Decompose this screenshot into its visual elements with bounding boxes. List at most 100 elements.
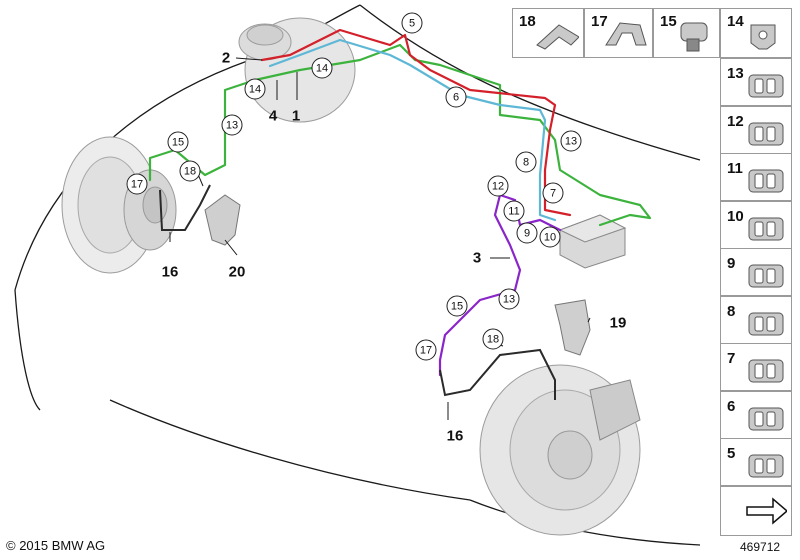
part-number: 13: [727, 65, 744, 82]
part-number: 14: [727, 13, 744, 30]
brake-line-red: [260, 28, 572, 217]
hose-16-front: [439, 348, 556, 400]
svg-text:8: 8: [523, 157, 529, 169]
bracket-20: [204, 194, 241, 246]
svg-text:14: 14: [249, 84, 261, 96]
part-number: 5: [727, 445, 736, 462]
svg-text:18: 18: [487, 334, 499, 346]
callout-c10: 10: [539, 226, 561, 248]
label-b4: 4: [269, 108, 278, 125]
spring-clip-icon: [600, 15, 648, 60]
comb-holder-icon: [739, 206, 787, 251]
callout-c11: 11: [503, 200, 525, 222]
callout-c13b: 13: [560, 130, 582, 152]
pipe-clip-icon: [667, 15, 715, 60]
callout-c13c: 13: [498, 288, 520, 310]
label-b2: 2: [222, 50, 230, 67]
part-cell-18: 18: [512, 8, 584, 58]
part-cell-7: 7: [720, 343, 792, 391]
part-number: 8: [727, 302, 736, 320]
svg-text:9: 9: [524, 228, 530, 240]
brake-line-purple: [438, 193, 562, 377]
document-number: 469712: [740, 540, 781, 554]
callout-c17a: 17: [126, 173, 148, 195]
label-b1: 1: [292, 108, 300, 125]
part-cell-6: 6: [720, 390, 792, 441]
part-cell-11: 11: [720, 153, 792, 201]
holder-clip-icon: [739, 15, 787, 60]
part-cell-15: 15: [653, 8, 720, 58]
svg-text:15: 15: [451, 301, 463, 313]
callout-c7: 7: [542, 182, 564, 204]
callout-c15a: 15: [167, 131, 189, 153]
svg-text:12: 12: [492, 181, 504, 193]
brake-lines: [148, 28, 652, 377]
multi-holder-icon: [739, 111, 787, 156]
label-b16b: 16: [447, 428, 464, 445]
callout-c17b: 17: [415, 339, 437, 361]
part-number: 11: [727, 160, 743, 177]
copyright-notice: © 2015 BMW AG: [6, 538, 106, 553]
front-wheel-assembly: [479, 364, 641, 536]
arrow-icon: [739, 491, 789, 536]
svg-text:7: 7: [550, 188, 556, 200]
callout-c18a: 18: [179, 160, 201, 182]
svg-text:6: 6: [453, 92, 459, 104]
callout-c14b: 14: [244, 78, 266, 100]
double-holder-icon: [739, 63, 787, 108]
clip-holder-icon: [739, 301, 787, 346]
callout-c14a: 14: [311, 57, 333, 79]
bracket-19: [554, 299, 591, 356]
flex-hoses: [159, 184, 556, 400]
part-cell-8: 8: [720, 295, 792, 346]
part-cell-12: 12: [720, 105, 792, 156]
svg-text:13: 13: [226, 120, 238, 132]
twin-clip-icon: [739, 348, 787, 393]
callout-c6: 6: [445, 86, 467, 108]
svg-text:5: 5: [409, 18, 415, 30]
hose-16-rear: [159, 184, 211, 231]
callout-c15b: 15: [446, 295, 468, 317]
part-number: 17: [591, 13, 608, 30]
label-b20: 20: [229, 264, 246, 281]
part-cell-14: 14: [720, 8, 792, 58]
label-b3: 3: [473, 250, 481, 267]
part-number: 15: [660, 13, 677, 30]
svg-text:15: 15: [172, 137, 184, 149]
clip-bracket-icon: [531, 15, 580, 60]
callout-c5: 5: [401, 12, 423, 34]
svg-text:13: 13: [565, 136, 577, 148]
label-b19: 19: [610, 315, 627, 332]
brake-line-blue: [268, 38, 557, 222]
bracket-holder-icon: [739, 158, 787, 203]
part-cell-17: 17: [584, 8, 653, 58]
part-number: 10: [727, 207, 744, 225]
part-cell-arrow: [720, 485, 792, 536]
abs-unit: [558, 214, 627, 269]
part-number: 9: [727, 255, 736, 272]
pipe-holder-icon: [739, 396, 787, 441]
callout-c9: 9: [516, 222, 538, 244]
svg-text:14: 14: [316, 63, 328, 75]
part-number: 6: [727, 397, 736, 415]
part-number: 12: [727, 112, 744, 130]
svg-text:11: 11: [508, 206, 519, 218]
callout-c8: 8: [515, 151, 537, 173]
svg-text:18: 18: [184, 166, 196, 178]
part-number: 18: [519, 13, 536, 30]
block-holder-icon: [739, 443, 787, 488]
strip-holder-icon: [739, 253, 787, 298]
callout-c12: 12: [487, 175, 509, 197]
left-wheel-assembly: [61, 136, 177, 274]
part-cell-9: 9: [720, 248, 792, 296]
svg-text:13: 13: [503, 294, 515, 306]
part-cell-13: 13: [720, 58, 792, 106]
part-cell-5: 5: [720, 438, 792, 486]
callout-c13a: 13: [221, 114, 243, 136]
svg-text:17: 17: [131, 179, 143, 191]
svg-text:10: 10: [544, 232, 556, 244]
callout-c18b: 18: [482, 328, 504, 350]
part-cell-10: 10: [720, 200, 792, 251]
